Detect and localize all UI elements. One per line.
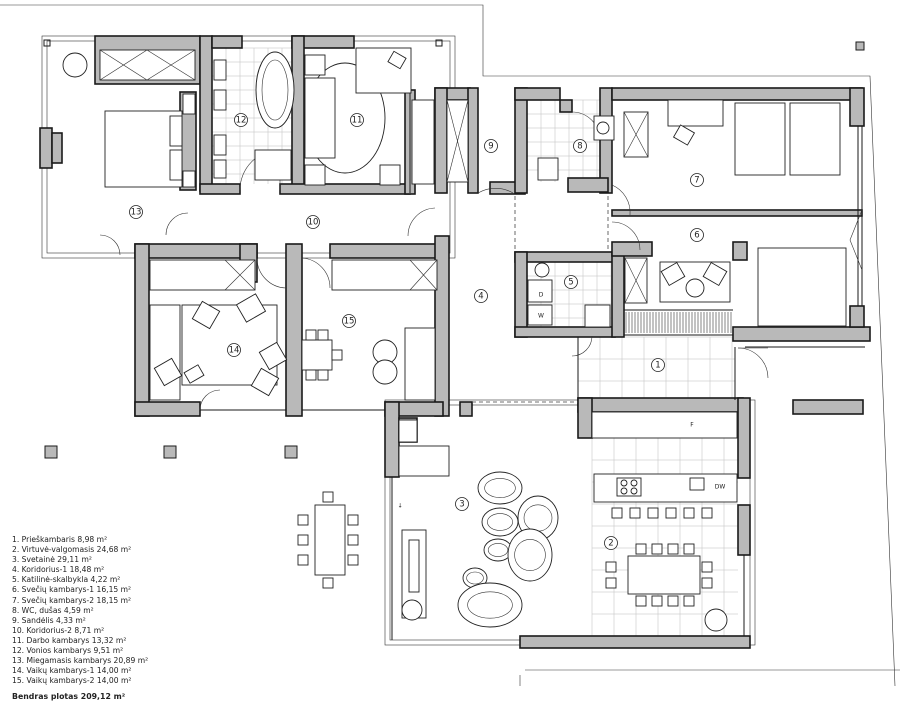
chair — [297, 514, 309, 526]
room-number: 7 — [690, 173, 704, 187]
room-number-label: 9 — [488, 142, 493, 152]
chair — [701, 507, 713, 519]
bathtub — [255, 51, 295, 129]
legend-item: 2. Virtuvė-valgomasis 24,68 m² — [12, 545, 132, 555]
chairs — [297, 491, 713, 607]
legend-item: 10. Koridorius-2 8,71 m² — [12, 625, 105, 635]
room-number-label: 4 — [478, 292, 483, 302]
chair — [701, 577, 713, 589]
double-bed — [104, 110, 183, 188]
double-bed — [757, 247, 847, 327]
chair — [611, 507, 623, 519]
chair — [322, 577, 334, 589]
room-number: 10 — [306, 215, 320, 229]
room-number: 14 — [227, 343, 241, 357]
total-area: Bendras plotas 209,12 m² — [12, 692, 126, 702]
outdoor-table — [314, 504, 346, 576]
fridge-label: F — [690, 422, 694, 429]
single-bed — [734, 102, 786, 176]
legend-item: 1. Prieškambaris 8,98 m² — [12, 535, 108, 544]
room-number: 13 — [129, 205, 143, 219]
room-number-label: 15 — [344, 317, 355, 327]
chair — [647, 507, 659, 519]
legend-item: 11. Darbo kambarys 13,32 m² — [12, 635, 127, 645]
room-number: 4 — [474, 289, 488, 303]
furniture — [99, 47, 847, 628]
legend-item: 6. Svečių kambarys-1 16,15 m² — [12, 585, 132, 595]
dryer-label: D — [539, 292, 544, 299]
room-number-label: 12 — [236, 116, 247, 126]
dishwasher-label: DW — [715, 484, 726, 491]
chair — [651, 543, 663, 555]
legend-item: 15. Vaikų kambarys-2 14,00 m² — [12, 676, 132, 686]
room-number: 3 — [455, 497, 469, 511]
legend-item: 8. WC, dušas 4,59 m² — [12, 605, 94, 615]
legend-item: 7. Svečių kambarys-2 18,15 m² — [12, 595, 132, 605]
room-number-label: 3 — [459, 500, 464, 510]
legend-item: 3. Svetainė 29,11 m² — [12, 555, 92, 565]
room-number-label: 2 — [608, 539, 613, 549]
room-number: 5 — [564, 275, 578, 289]
stair-arrow-icon: ↓ — [397, 503, 402, 510]
room-number: 9 — [484, 139, 498, 153]
chair — [635, 595, 647, 607]
doors — [99, 111, 863, 411]
room-number-label: 13 — [131, 208, 142, 218]
site-boundary — [0, 4, 896, 686]
room-number: 15 — [342, 314, 356, 328]
chair — [683, 507, 695, 519]
chair — [347, 534, 359, 546]
room-number: 8 — [573, 139, 587, 153]
room-number-label: 10 — [308, 218, 319, 228]
chair — [347, 514, 359, 526]
chair — [683, 595, 695, 607]
chair — [667, 595, 679, 607]
legend-item: 13. Miegamasis kambarys 20,89 m² — [12, 656, 149, 666]
chair — [347, 554, 359, 566]
radiator — [625, 312, 732, 333]
chair — [667, 543, 679, 555]
room-number-label: 1 — [655, 361, 660, 371]
room-number-label: 11 — [352, 116, 363, 126]
legend-item: 12. Vonios kambarys 9,51 m² — [12, 646, 124, 656]
room-number-label: 5 — [568, 278, 573, 288]
room-number-label: 8 — [577, 142, 582, 152]
legend-item: 5. Katilinė-skalbykla 4,22 m² — [12, 575, 121, 585]
room-number: 2 — [604, 536, 618, 550]
room-number: 1 — [651, 358, 665, 372]
plant-icon — [62, 52, 728, 632]
room-number-label: 6 — [694, 231, 699, 241]
room-number-label: 7 — [694, 176, 699, 186]
room-number: 12 — [234, 113, 248, 127]
chair — [635, 543, 647, 555]
chair — [701, 561, 713, 573]
single-bed — [789, 102, 841, 176]
columns — [43, 39, 865, 459]
chair — [629, 507, 641, 519]
chair — [651, 595, 663, 607]
legend-item: 14. Vaikų kambarys-1 14,00 m² — [12, 666, 132, 676]
legend-item: 9. Sandėlis 4,33 m² — [12, 615, 86, 625]
chair — [605, 577, 617, 589]
washer-label: W — [538, 313, 544, 320]
chair — [322, 491, 334, 503]
room-number-label: 14 — [229, 346, 240, 356]
chair — [665, 507, 677, 519]
legend-item: 4. Koridorius-1 18,48 m² — [12, 565, 105, 575]
dining-table — [627, 555, 701, 595]
chair — [297, 534, 309, 546]
chair — [683, 543, 695, 555]
chair — [605, 561, 617, 573]
room-number: 11 — [350, 113, 364, 127]
chair — [297, 554, 309, 566]
room-number: 6 — [690, 228, 704, 242]
